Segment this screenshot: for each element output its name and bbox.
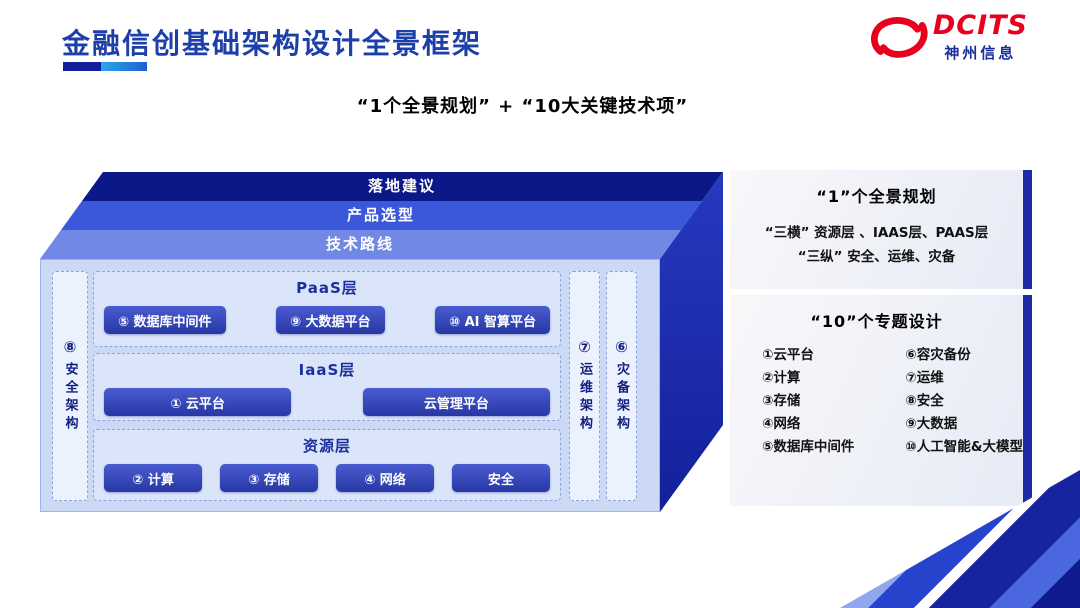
- chip-db-middleware: ⑤ 数据库中间件: [104, 306, 226, 334]
- topic-item: ③存储: [762, 393, 801, 409]
- panel-topic-designs: “10”个专题设计 ①云平台 ②计算 ③存储 ④网络 ⑤数据库中间件 ⑥容灾备份…: [730, 295, 1032, 506]
- panel-line-horizontal: “三横” 资源层 、IAAS层、PAAS层: [764, 225, 989, 241]
- underline-blue-segment: [101, 62, 147, 71]
- chip-compute: ② 计算: [104, 464, 203, 492]
- strip-label: 灾备架构: [614, 362, 629, 434]
- iaas-chip-row: ① 云平台 云管理平台: [94, 380, 560, 416]
- resource-section-title: 资源层: [302, 437, 351, 455]
- title-underline: [63, 62, 147, 71]
- topic-item: ⑦运维: [905, 370, 944, 386]
- strip-label: 运维架构: [577, 362, 592, 434]
- logo-subtitle: 神州信息: [944, 44, 1017, 62]
- subtitle: “1个全景规划” + “10大关键技术项”: [356, 96, 689, 117]
- layer-label-tech: 技术路线: [325, 235, 394, 253]
- strip-number: ⑥: [615, 338, 628, 356]
- panel-overall-plan-title: “1”个全景规划: [816, 187, 937, 206]
- chip-ai-platform: ⑩ AI 智算平台: [435, 306, 550, 334]
- strip-number: ⑧: [63, 338, 77, 356]
- strip-number: ⑦: [578, 338, 591, 356]
- dcits-logo-swoosh-icon: [870, 16, 928, 58]
- chip-cloud-mgmt-platform: 云管理平台: [362, 388, 550, 416]
- paas-chip-row: ⑤ 数据库中间件 ⑨ 大数据平台 ⑩ AI 智算平台: [94, 298, 560, 334]
- chip-cloud-platform: ① 云平台: [104, 388, 292, 416]
- layer-label-landing: 落地建议: [367, 177, 436, 195]
- topic-item: ⑧安全: [905, 393, 944, 409]
- paas-section: PaaS层 ⑤ 数据库中间件 ⑨ 大数据平台 ⑩ AI 智算平台: [93, 271, 561, 347]
- logo-text: DCITS 神州信息: [933, 12, 1028, 63]
- stack-front-face: ⑧ 安全架构 PaaS层 ⑤ 数据库中间件 ⑨ 大数据平台 ⑩ AI 智算平台 …: [40, 259, 660, 512]
- topic-item: ①云平台: [762, 347, 814, 363]
- iaas-section: IaaS层 ① 云平台 云管理平台: [93, 353, 561, 421]
- resource-section: 资源层 ② 计算 ③ 存储 ④ 网络 安全: [93, 429, 561, 501]
- topic-column-left: ①云平台 ②计算 ③存储 ④网络 ⑤数据库中间件: [762, 344, 879, 459]
- chip-security: 安全: [451, 464, 550, 492]
- paas-section-title: PaaS层: [296, 279, 358, 297]
- panel-topic-designs-title: “10”个专题设计: [810, 312, 943, 331]
- panel-line-vertical: “三纵” 安全、运维、灾备: [797, 249, 956, 265]
- dcits-logo: DCITS 神州信息: [867, 12, 1028, 63]
- layer-label-product: 产品选型: [346, 206, 415, 224]
- topic-columns: ①云平台 ②计算 ③存储 ④网络 ⑤数据库中间件 ⑥容灾备份 ⑦运维 ⑧安全 ⑨…: [730, 344, 1023, 459]
- underline-dark-segment: [63, 62, 101, 71]
- topic-item: ⑩人工智能&大模型: [905, 439, 1023, 455]
- resource-chip-row: ② 计算 ③ 存储 ④ 网络 安全: [94, 456, 560, 492]
- topic-item: ②计算: [762, 370, 801, 386]
- panel-overall-plan-body: “三横” 资源层 、IAAS层、PAAS层 “三纵” 安全、运维、灾备: [730, 221, 1023, 269]
- disaster-recovery-strip: ⑥ 灾备架构: [606, 271, 637, 501]
- page-title: 金融信创基础架构设计全景框架: [62, 27, 483, 60]
- chip-storage: ③ 存储: [219, 464, 319, 492]
- topic-item: ⑤数据库中间件: [762, 439, 855, 455]
- chip-network: ④ 网络: [335, 464, 435, 492]
- topic-column-right: ⑥容灾备份 ⑦运维 ⑧安全 ⑨大数据 ⑩人工智能&大模型: [905, 344, 1023, 459]
- ops-architecture-strip: ⑦ 运维架构: [569, 271, 600, 501]
- logo-brand: DCITS: [932, 10, 1028, 41]
- topic-item: ⑥容灾备份: [905, 347, 971, 363]
- chip-bigdata-platform: ⑨ 大数据平台: [276, 306, 385, 334]
- iaas-section-title: IaaS层: [298, 361, 356, 379]
- panel-overall-plan: “1”个全景规划 “三横” 资源层 、IAAS层、PAAS层 “三纵” 安全、运…: [730, 170, 1032, 289]
- topic-item: ④网络: [762, 416, 801, 432]
- topic-item: ⑨大数据: [905, 416, 958, 432]
- security-architecture-strip: ⑧ 安全架构: [52, 271, 88, 501]
- strip-label: 安全架构: [62, 362, 78, 434]
